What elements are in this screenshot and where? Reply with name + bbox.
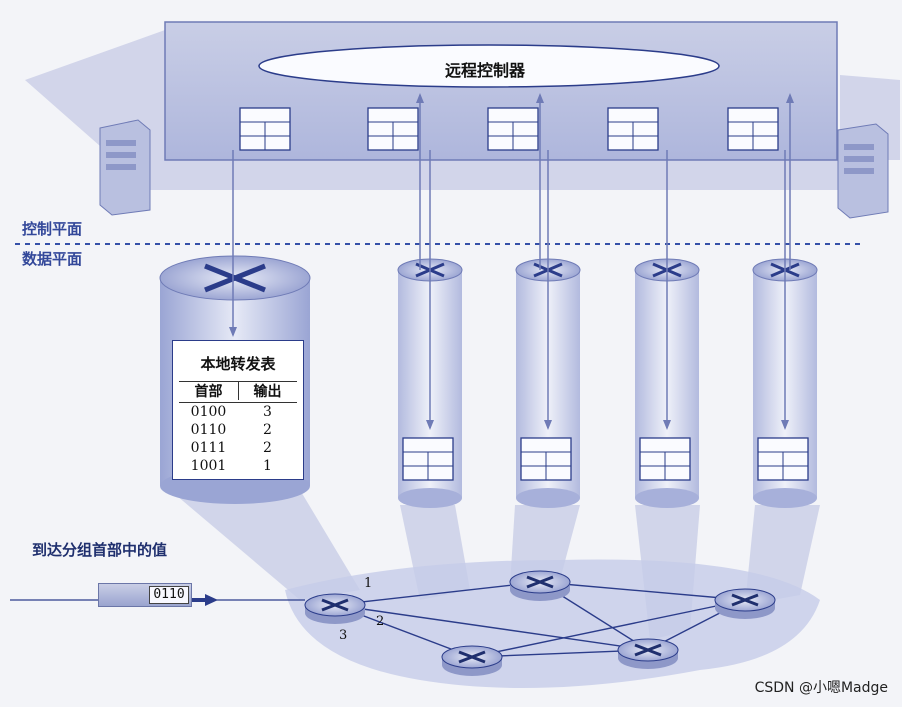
- network-router: [304, 593, 366, 624]
- port-label-2: 2: [376, 614, 385, 629]
- table-cell-output: 2: [263, 440, 272, 456]
- switch-flow-table: [402, 437, 454, 481]
- network-router: [441, 645, 503, 676]
- table-header-row: 首部 输出: [179, 381, 297, 403]
- server-right: [837, 123, 889, 219]
- network-router: [714, 588, 776, 619]
- table-cell-prefix: 0111: [190, 440, 227, 456]
- table-cell-output: 3: [263, 404, 272, 420]
- table-row: 1001 1: [179, 457, 297, 475]
- header-output: 输出: [253, 384, 282, 400]
- controller-flow-table: [239, 107, 291, 151]
- packet-header-value: 0110: [149, 586, 189, 604]
- data-plane-label: 数据平面: [22, 250, 83, 268]
- report-arrow: [536, 93, 544, 270]
- switch-flow-table: [520, 437, 572, 481]
- port-label-3: 3: [339, 628, 348, 643]
- control-plane-label: 控制平面: [22, 220, 83, 238]
- report-arrow: [786, 93, 794, 270]
- switch-flow-table: [639, 437, 691, 481]
- watermark: CSDN @小嗯Madge: [754, 680, 888, 696]
- table-cell-prefix: 0100: [190, 404, 227, 420]
- controller-title: 远程控制器: [444, 61, 525, 80]
- network-router: [617, 638, 679, 669]
- packet-header-label: 到达分组首部中的值: [32, 541, 168, 559]
- control-arrow: [663, 150, 671, 430]
- forwarding-table: 本地转发表 首部 输出 0100 3 0110 2 0111 2 1001 1: [172, 340, 304, 480]
- network-router: [509, 570, 571, 601]
- controller-ellipse: [258, 44, 720, 88]
- table-row: 0111 2: [179, 439, 297, 457]
- header-prefix: 首部: [179, 382, 239, 400]
- controller-flow-table: [367, 107, 419, 151]
- control-arrow: [229, 150, 237, 337]
- controller-shadow: [25, 30, 900, 190]
- controller-flow-table: [607, 107, 659, 151]
- report-arrow: [416, 93, 424, 270]
- table-cell-output: 1: [263, 458, 272, 474]
- table-cell-prefix: 1001: [190, 458, 227, 474]
- forwarding-table-title: 本地转发表: [200, 355, 276, 373]
- table-row: 0100 3: [179, 403, 297, 421]
- control-arrow: [781, 150, 789, 430]
- control-arrow: [426, 150, 434, 430]
- controller-flow-table: [727, 107, 779, 151]
- server-left: [99, 119, 151, 216]
- controller-flow-table: [487, 107, 539, 151]
- packet: 0110: [98, 583, 192, 607]
- table-row: 0110 2: [179, 421, 297, 439]
- control-arrow: [544, 150, 552, 430]
- table-cell-prefix: 0110: [190, 422, 227, 438]
- switch-flow-table: [757, 437, 809, 481]
- table-cell-output: 2: [263, 422, 272, 438]
- port-label-1: 1: [364, 576, 373, 591]
